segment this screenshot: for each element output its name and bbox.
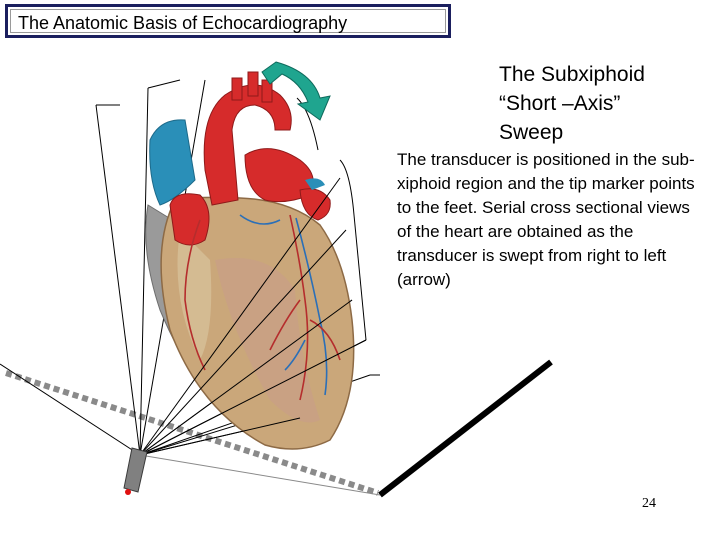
- slide-body-text: The transducer is positioned in the sub-…: [397, 150, 695, 289]
- heart-drawing: [145, 71, 355, 450]
- plane-dashed-edge: [5, 370, 379, 496]
- page-number: 24: [642, 496, 656, 511]
- slide-heading: The Subxiphoid “Short –Axis” Sweep: [499, 60, 709, 147]
- scan-fan-lines: [139, 177, 367, 456]
- slide-title: The Anatomic Basis of Echocardiography: [18, 13, 348, 33]
- tip-marker-icon: [125, 489, 131, 495]
- title-box-inner-border: [10, 9, 446, 33]
- heading-line: The Subxiphoid: [499, 63, 645, 86]
- plane-solid-edge: [378, 359, 553, 498]
- heading-line: Sweep: [499, 121, 564, 144]
- slide-title-box: The Anatomic Basis of Echocardiography: [5, 4, 451, 38]
- transducer-probe-icon: [123, 447, 148, 495]
- heading-line: “Short –Axis”: [499, 92, 621, 115]
- sweep-arrow-icon: [261, 61, 331, 121]
